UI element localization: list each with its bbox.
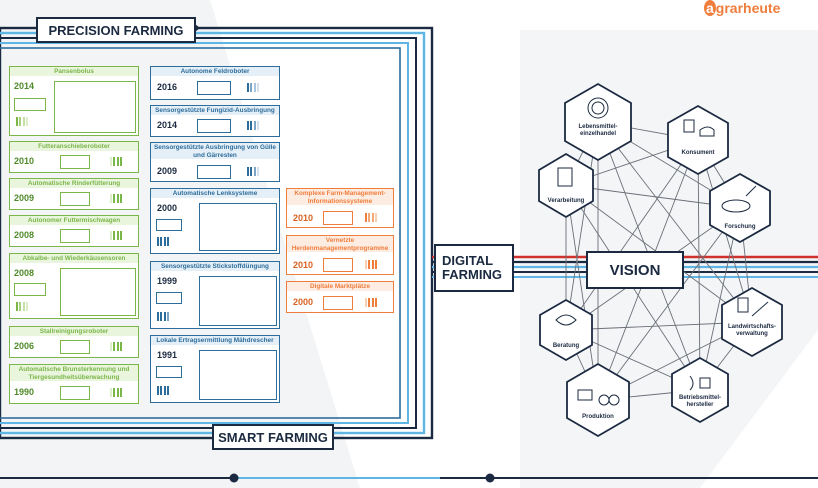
screen-icon (323, 211, 353, 225)
card-title: Autonomer Futtermischwagen (10, 216, 138, 225)
card-sensorgestuetzte-guelle: Sensorgestützte Ausbringung von Gülle un… (150, 142, 280, 182)
card-title: Sensorgestützte Fungizid-Ausbringung (151, 106, 279, 115)
card-year: 2016 (157, 82, 178, 92)
maturity-bars (157, 312, 169, 321)
card-year: 1999 (157, 276, 178, 286)
card-herdenmanagementprogramme: Vernetzte Herdenmanagementprogramme 2010 (286, 235, 394, 275)
tractor-icon (156, 366, 182, 378)
card-title: Futteranschieberoboter (10, 142, 138, 151)
livestock-icon (60, 229, 90, 243)
livestock-icon (60, 340, 90, 354)
maturity-bars (110, 194, 122, 203)
cow-head-illustration (60, 268, 136, 316)
card-year: 2008 (14, 230, 35, 240)
tractor-icon (197, 119, 231, 133)
card-brunsterkennung: Automatische Brunsterkennung und Tierges… (9, 364, 139, 404)
card-year: 2008 (14, 268, 35, 278)
node-beratung: Beratung (552, 343, 580, 349)
card-automatische-rinderfuetterung: Automatische Rinderfütterung 2009 (9, 178, 139, 210)
screen-icon (323, 296, 353, 310)
maturity-bars (247, 121, 259, 130)
card-title: Pansenbolus (10, 67, 138, 76)
livestock-icon (14, 98, 46, 111)
card-year: 2014 (14, 81, 35, 91)
screen-icon (323, 258, 353, 272)
card-sensorgestuetzte-fungizid: Sensorgestützte Fungizid-Ausbringung 201… (150, 105, 280, 137)
card-title: Digitale Marktplätze (287, 282, 393, 291)
maturity-bars (110, 342, 122, 351)
card-year: 2000 (293, 297, 314, 307)
maturity-bars (247, 167, 259, 176)
node-konsument: Konsument (681, 150, 715, 156)
maturity-bars (157, 386, 169, 395)
card-title: Lokale Ertragsermittlung Mähdrescher (151, 336, 279, 345)
card-year: 1990 (14, 387, 35, 397)
tractor-icon (156, 219, 182, 231)
harvester-map-illustration (199, 350, 277, 400)
card-stallreinigungsroboter: Stallreinigungsroboter 2006 (9, 326, 139, 358)
fertilizer-illustration (199, 276, 277, 326)
maturity-bars (247, 83, 259, 92)
card-farm-management-informationssysteme: Komplexe Farm-Management-Informationssys… (286, 188, 394, 228)
card-title: Automatische Lenksysteme (151, 189, 279, 198)
card-year: 2010 (293, 213, 314, 223)
card-abkalbe-wiederkaeusensoren: Abkalbe- und Wiederkäusensoren 2008 (9, 253, 139, 319)
maturity-bars (110, 388, 122, 397)
card-title: Sensorgestützte Stickstoffdüngung (151, 262, 279, 271)
maturity-bars (16, 117, 28, 126)
maturity-bars (16, 302, 28, 311)
tractor-icon (197, 81, 231, 95)
node-lebensmitteleinzelhandel: Lebensmittel- einzelhandel (578, 124, 618, 137)
precision-farming-banner: PRECISION FARMING (36, 17, 196, 43)
card-year: 1991 (157, 350, 178, 360)
node-betriebsmittelhersteller: Betriebsmittel- hersteller (678, 395, 721, 408)
card-title: Automatische Rinderfütterung (10, 179, 138, 188)
node-produktion: Produktion (582, 414, 614, 420)
maturity-bars (157, 237, 169, 246)
card-year: 2009 (14, 193, 35, 203)
maturity-bars (365, 298, 377, 307)
card-futteranschieberoboter: Futteranschieberoboter 2010 (9, 141, 139, 173)
card-year: 2009 (157, 166, 178, 176)
card-title: Stallreinigungsroboter (10, 327, 138, 336)
card-year: 2006 (14, 341, 35, 351)
node-verarbeitung: Verarbeitung (547, 198, 585, 204)
card-autonomer-futtermischwagen: Autonomer Futtermischwagen 2008 (9, 215, 139, 247)
vision-banner: VISION (586, 251, 684, 289)
maturity-bars (110, 231, 122, 240)
node-landwirtschaftsverwaltung: Landwirtschafts- verwaltung (727, 324, 776, 337)
card-year: 2014 (157, 120, 178, 130)
tractor-icon (197, 165, 231, 179)
tractor-icon (156, 292, 182, 304)
card-year: 2010 (293, 260, 314, 270)
node-forschung: Forschung (724, 224, 756, 230)
card-title: Vernetzte Herdenmanagementprogramme (287, 236, 393, 253)
card-title: Sensorgestützte Ausbringung von Gülle un… (151, 143, 279, 160)
maturity-bars (110, 157, 122, 166)
maturity-bars (365, 260, 377, 269)
livestock-icon (14, 283, 46, 296)
card-title: Abkalbe- und Wiederkäusensoren (10, 254, 138, 263)
cow-illustration (54, 81, 136, 133)
card-sensorgestuetzte-stickstoff: Sensorgestützte Stickstoffdüngung 1999 (150, 261, 280, 329)
smart-farming-banner: SMART FARMING (212, 424, 334, 450)
card-year: 2010 (14, 156, 35, 166)
card-autonome-feldroboter: Autonome Feldroboter 2016 (150, 66, 280, 100)
card-pansenbolus: Pansenbolus 2014 (9, 66, 139, 136)
card-title: Komplexe Farm-Management-Informationssys… (287, 189, 393, 206)
card-title: Autonome Feldroboter (151, 67, 279, 76)
card-digitale-marktplaetze: Digitale Marktplätze 2000 (286, 281, 394, 313)
card-year: 2000 (157, 203, 178, 213)
livestock-icon (60, 386, 90, 400)
maturity-bars (365, 213, 377, 222)
satellite-illustration (199, 203, 277, 251)
livestock-icon (60, 192, 90, 206)
card-lokale-ertragsermittlung: Lokale Ertragsermittlung Mähdrescher 199… (150, 335, 280, 403)
livestock-icon (60, 155, 90, 169)
card-automatische-lenksysteme: Automatische Lenksysteme 2000 (150, 188, 280, 254)
card-title: Automatische Brunsterkennung und Tierges… (10, 365, 138, 382)
